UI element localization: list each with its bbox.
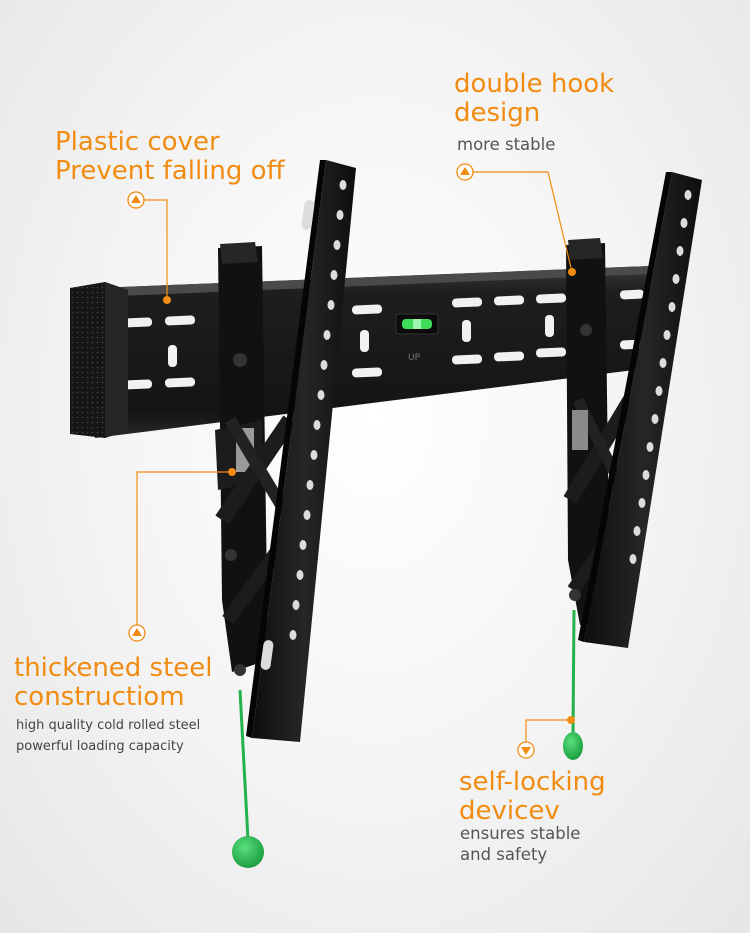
plastic-cover-heading: Plastic cover Prevent falling off — [55, 127, 285, 187]
double-hook-heading: double hook design — [454, 69, 615, 129]
arrow-up-icon — [128, 624, 146, 642]
left-hook-bracket — [215, 242, 297, 676]
arrow-up-icon — [127, 191, 145, 209]
rail-slots — [122, 289, 645, 390]
self-locking-subtext: ensures stable and safety — [460, 824, 581, 864]
callout-dots — [163, 268, 576, 724]
thickened-steel-subtext: high quality cold rolled steel powerful … — [16, 718, 201, 754]
arrow-up-icon — [456, 163, 474, 181]
right-pull-cord — [563, 609, 583, 760]
plastic-end-cover — [70, 282, 128, 438]
bubble-level — [395, 313, 439, 335]
right-vertical-arm — [578, 172, 702, 648]
callout-leaders — [136, 171, 573, 742]
left-vertical-arm — [246, 160, 356, 742]
arrow-down-icon — [517, 741, 535, 759]
double-hook-subtext: more stable — [457, 135, 556, 154]
up-mark: UP — [408, 353, 421, 363]
left-pull-cord — [232, 689, 264, 868]
self-locking-heading: self-locking devicev — [459, 767, 606, 827]
thickened-steel-heading: thickened steel constructiom — [14, 653, 213, 713]
